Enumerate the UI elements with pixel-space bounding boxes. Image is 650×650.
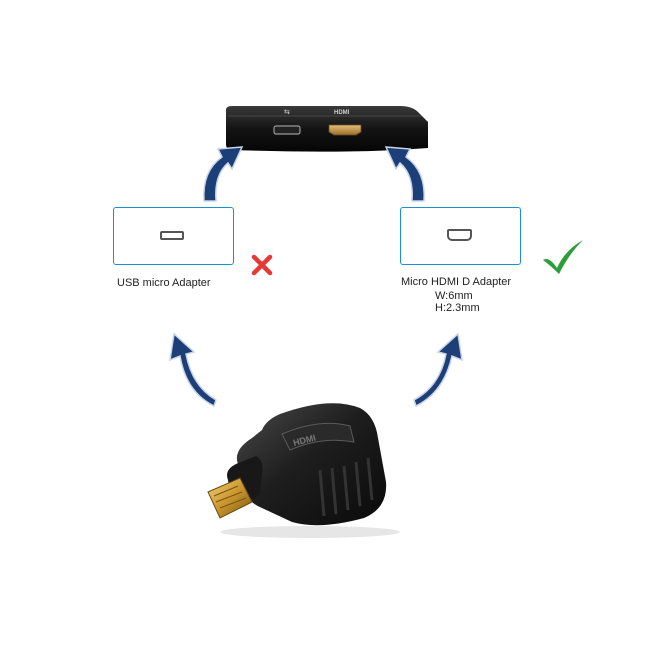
hdmi-height-spec: H:2.3mm — [435, 302, 480, 314]
hdmi-micro-port-icon — [447, 229, 472, 241]
arrow-up-left-icon — [203, 146, 244, 202]
hdmi-micro-port — [328, 124, 362, 136]
hdmi-adapter-label: Micro HDMI D Adapter — [401, 276, 512, 288]
arrow-up-right-icon — [384, 146, 425, 202]
device-ports-photo: ⇆ HDMI — [226, 106, 428, 152]
check-icon — [543, 240, 583, 274]
usb-micro-port — [273, 125, 301, 135]
usb-micro-port-icon — [160, 231, 184, 240]
cross-icon — [251, 254, 273, 276]
hdmi-micro-port-box — [400, 207, 521, 265]
hdmi-width-spec: W:6mm — [435, 290, 473, 302]
arrow-curve-right-icon — [413, 332, 463, 408]
arrow-curve-left-icon — [169, 332, 217, 408]
hdmi-adapter-photo: HDMI — [207, 403, 400, 538]
usb-micro-port-box — [113, 207, 234, 265]
hdmi-logo-icon: HDMI — [334, 110, 350, 116]
usb-symbol-icon: ⇆ — [284, 109, 290, 116]
usb-adapter-label: USB micro Adapter — [117, 277, 211, 289]
